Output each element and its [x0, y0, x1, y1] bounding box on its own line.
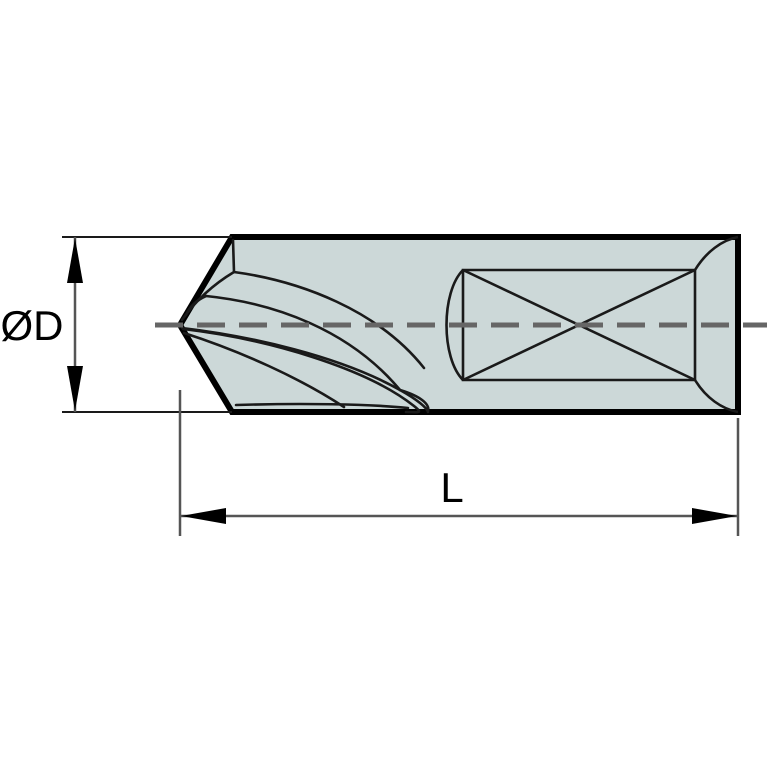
- shank-flat-group: [445, 235, 739, 414]
- shank-right-end-arc-top: [693, 235, 739, 271]
- flute-lower-inner-curve: [182, 331, 346, 409]
- diameter-arrowhead-top: [67, 238, 83, 283]
- flute-heel-arc: [181, 327, 421, 414]
- diameter-dimension-label: ØD: [1, 302, 64, 349]
- flute-land-edge-bottom: [234, 402, 410, 410]
- length-dimension-label: L: [440, 464, 463, 511]
- shank-right-end-arc-bottom: [693, 379, 739, 414]
- shank-left-end-arc: [445, 269, 464, 381]
- diameter-arrowhead-bottom: [67, 366, 83, 411]
- length-arrowhead-right: [692, 508, 737, 524]
- length-arrowhead-left: [181, 508, 226, 524]
- diameter-dimension-group: ØD: [1, 236, 232, 413]
- flute-upper-inner-curve: [204, 294, 402, 392]
- flute-terminal-nose: [398, 388, 430, 413]
- flute-land-edge-top: [231, 238, 236, 274]
- flute-upper-outer-curve: [232, 270, 426, 370]
- length-dimension-group: L: [178, 390, 740, 536]
- flute-tip-edge-upper: [180, 270, 236, 322]
- flute-geometry-group: [180, 238, 430, 414]
